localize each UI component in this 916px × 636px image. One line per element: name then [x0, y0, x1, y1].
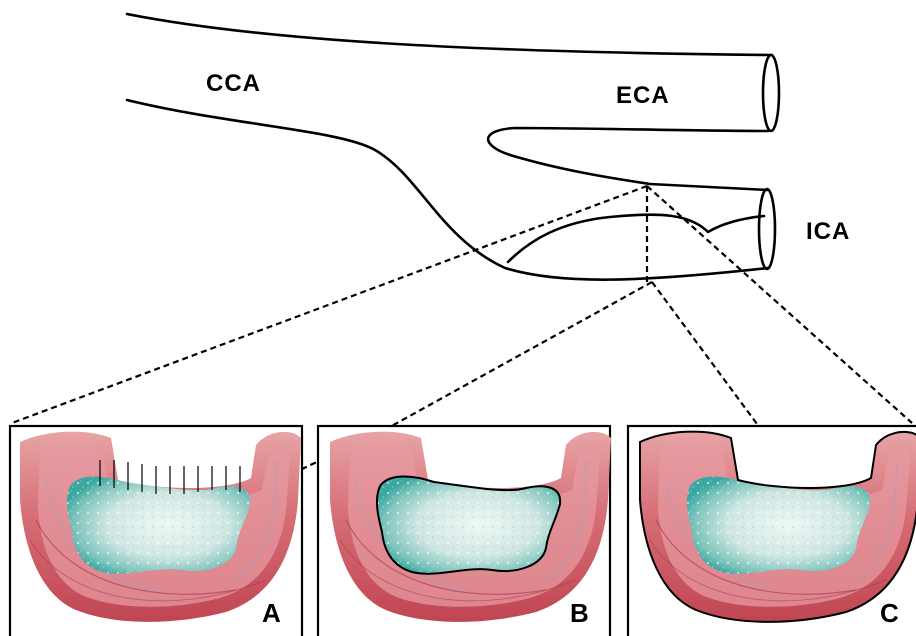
- ica-label: ICA: [806, 218, 850, 245]
- projection-line-a-left: [12, 186, 647, 423]
- eca-label: ECA: [616, 82, 670, 109]
- cca-eca-upper-wall: [127, 14, 772, 55]
- panel-b-letter: B: [570, 598, 589, 628]
- projection-line-c-right: [647, 186, 912, 423]
- eca-lower-wall: [488, 128, 768, 190]
- panel-c-letter: C: [880, 598, 899, 628]
- carotid-diagram: CCA ECA ICA: [12, 14, 912, 470]
- panel-a: A: [10, 426, 302, 636]
- cca-label: CCA: [206, 70, 261, 97]
- panel-a-letter: A: [262, 598, 281, 628]
- eca-lumen-ellipse: [763, 55, 779, 131]
- cca-ica-lower-wall: [127, 100, 768, 280]
- ica-lumen-ellipse: [759, 189, 775, 269]
- panel-b: B: [318, 426, 611, 636]
- projection-line-b-left: [388, 282, 652, 428]
- panel-c: C: [628, 426, 916, 636]
- projection-line-b-right: [652, 282, 760, 428]
